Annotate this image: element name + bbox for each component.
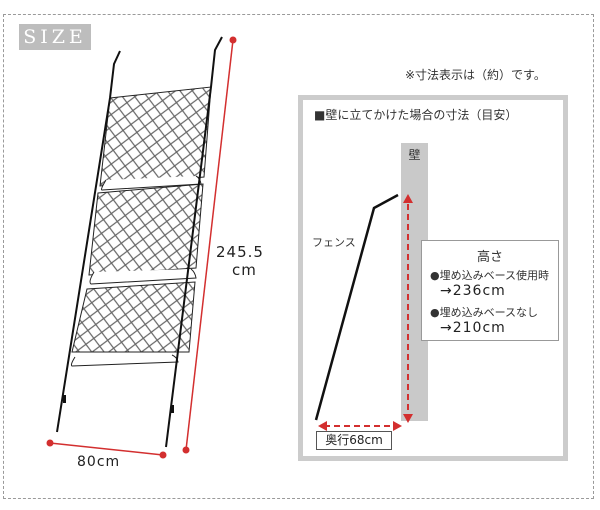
height-dimension-line (185, 39, 234, 451)
leaning-fence-line (314, 193, 399, 421)
fence-right-post (165, 36, 223, 448)
width-dimension-label: 80cm (77, 454, 121, 470)
wall-label: 壁 (408, 148, 421, 162)
height-without-base-label: ●埋め込みベースなし (430, 306, 539, 319)
lattice-panel-mid (88, 183, 204, 276)
size-badge: SIZE (19, 24, 91, 50)
panel-title: ■壁に立てかけた場合の寸法（目安） (314, 108, 518, 122)
width-dimension-line (49, 442, 164, 456)
outer-dashed-border (3, 14, 594, 499)
fence-left-post (56, 50, 121, 433)
height-with-base-label: ●埋め込みベース使用時 (430, 269, 550, 282)
lattice-panel-top (99, 86, 212, 187)
fence-label: フェンス (312, 236, 356, 249)
approx-note: ※寸法表示は（約）です。 (405, 68, 546, 82)
height-without-base-value: →210cm (440, 320, 506, 336)
lattice-panel-bot (71, 281, 196, 353)
height-with-base-value: →236cm (440, 283, 506, 299)
height-title: 高さ (476, 250, 503, 265)
height-info-box: 高さ ●埋め込みベース使用時 →236cm ●埋め込みベースなし →210cm (421, 240, 559, 341)
depth-label: 奥行68cm (316, 431, 392, 450)
height-dimension-label: 245.5 cm (216, 243, 264, 279)
